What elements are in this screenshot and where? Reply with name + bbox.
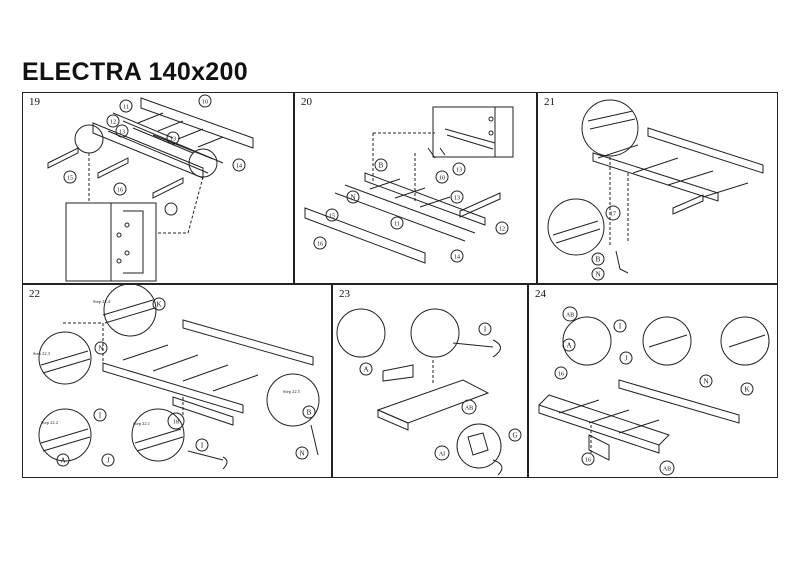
callout-label: 16: [558, 372, 564, 378]
callout-label: N: [98, 345, 103, 353]
callout-label: A: [566, 342, 571, 350]
callout-label: 16: [585, 458, 591, 464]
callout-label: K: [744, 386, 749, 394]
step-23-illustration: I A AB G AI: [336, 308, 522, 476]
callout-label: G: [512, 432, 517, 440]
callout-label: 12: [110, 120, 116, 126]
callout-label: AB: [663, 467, 671, 473]
step-number: 20: [301, 96, 312, 108]
step-20-illustration: B N 15 11 13 12 16 14 10 13: [304, 106, 514, 264]
callout-label: B: [379, 162, 384, 170]
callout-label: N: [703, 378, 708, 386]
callout-label: 16: [117, 188, 123, 194]
step-number: 19: [29, 96, 40, 108]
callout-label: B: [307, 409, 312, 417]
callout-label: 14: [236, 164, 242, 170]
callout-label: N: [595, 271, 600, 279]
callout-label: I: [484, 326, 487, 334]
callout-label: A: [60, 457, 65, 465]
step-number: 21: [544, 96, 555, 108]
callout-label: 14: [454, 255, 460, 261]
callout-label: 13: [456, 168, 462, 174]
callout-label: AI: [439, 452, 445, 458]
step-20-panel: 20 B N 15 11 13 12 16 14 10 13: [294, 92, 537, 284]
callout-label: B: [596, 256, 601, 264]
substep-label: Step 22.2: [41, 420, 58, 425]
callout-label: N: [350, 194, 355, 202]
substep-label: Step 22.5: [283, 389, 301, 394]
callout-label: 10: [439, 176, 445, 182]
step-number: 22: [29, 288, 40, 300]
step-23-panel: 23 I A AB G AI: [332, 284, 528, 478]
step-number: 24: [535, 288, 546, 300]
callout-label: I: [99, 412, 102, 420]
substep-label: Step 22.4: [93, 299, 111, 304]
callout-label: A: [363, 366, 368, 374]
callout-label: 12: [499, 227, 505, 233]
substep-label: Step 22.1: [133, 421, 150, 426]
callout-label: 16: [317, 242, 323, 248]
callout-label: AB: [566, 313, 574, 319]
callout-label: 18: [173, 420, 179, 426]
callout-label: N: [299, 450, 304, 458]
callout-label: 15: [329, 214, 335, 220]
callout-label: 13: [170, 137, 176, 143]
callout-label: 13: [454, 196, 460, 202]
callout-label: 10: [202, 100, 208, 106]
step-number: 23: [339, 288, 350, 300]
callout-label: K: [156, 301, 161, 309]
callout-label: I: [619, 323, 622, 331]
step-22-panel: 22 Step 22.4 Step 22.3 Step 22.2 Step 22…: [22, 284, 332, 478]
callout-label: 13: [119, 130, 125, 136]
callout-label: AB: [465, 406, 473, 412]
callout-label: J: [625, 355, 628, 363]
substep-label: Step 22.3: [33, 351, 51, 356]
callout-label: 11: [123, 105, 129, 111]
callout-label: I: [201, 442, 204, 450]
callout-label: J: [107, 457, 110, 465]
callout-label: 11: [394, 222, 400, 228]
callout-label: 15: [67, 176, 73, 182]
step-22-illustration: Step 22.4 Step 22.3 Step 22.2 Step 22.1 …: [33, 285, 320, 470]
callout-label: 17: [610, 212, 616, 218]
page-title: ELECTRA 140x200: [22, 58, 248, 86]
